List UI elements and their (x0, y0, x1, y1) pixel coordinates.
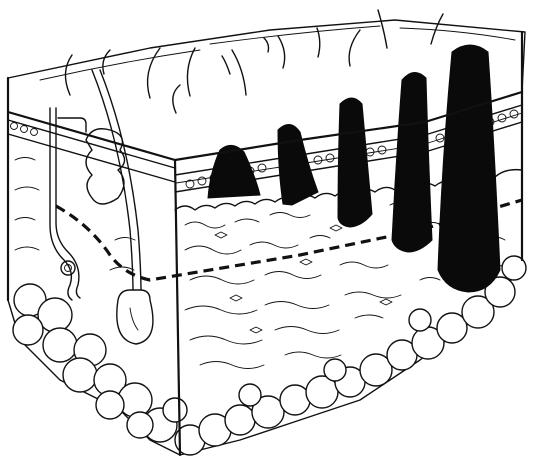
front-face (8, 112, 180, 455)
